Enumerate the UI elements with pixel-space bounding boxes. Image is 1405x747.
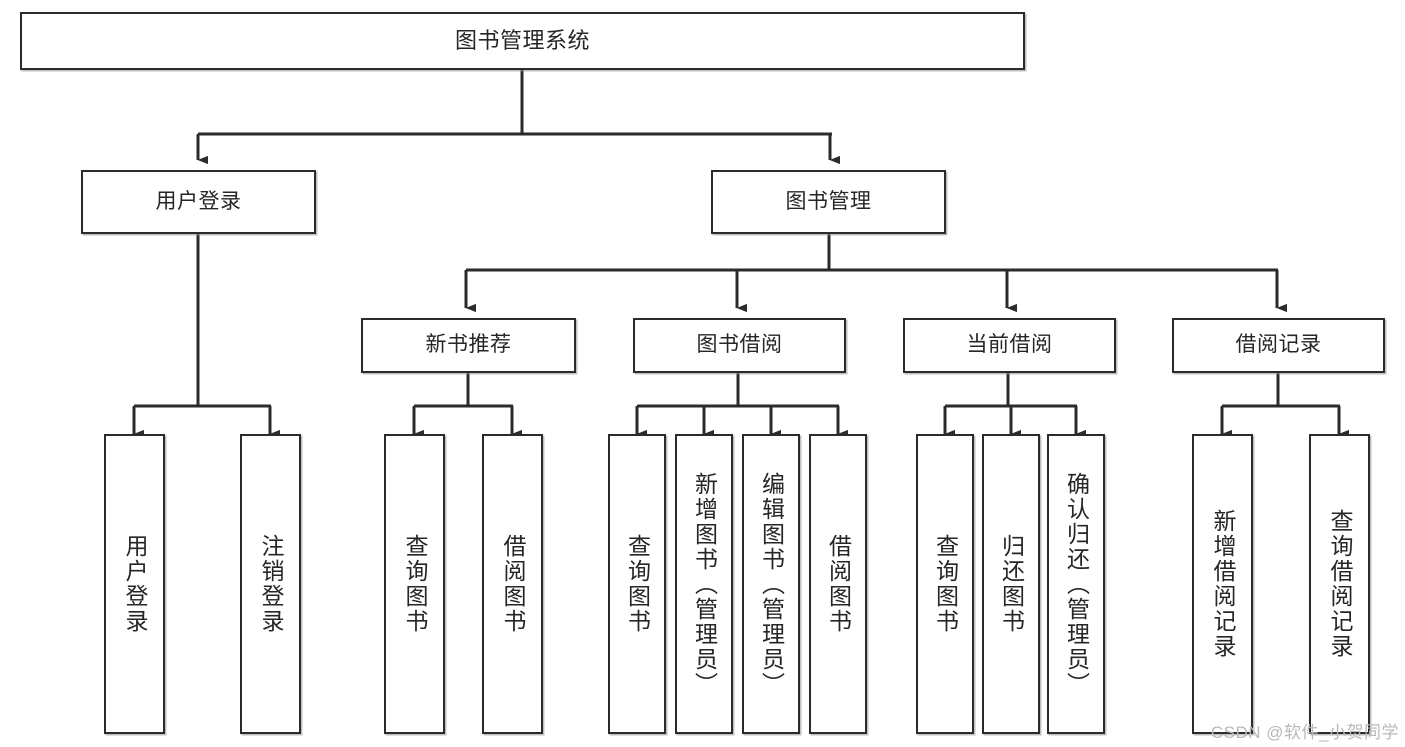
node-label: 查询图书: [624, 534, 651, 634]
node-current-borrow[interactable]: 当前借阅: [903, 318, 1116, 373]
node-label: 注销登录: [258, 534, 284, 634]
leaf-add-borrow-record[interactable]: 新增借阅记录: [1192, 434, 1253, 734]
node-label: 图书管理: [785, 189, 872, 213]
csdn-watermark: CSDN @软件_小贺同学: [1210, 723, 1399, 742]
node-label: 查询图书: [402, 534, 428, 634]
leaf-edit-book-admin[interactable]: 编辑图书（管理员）: [742, 434, 800, 734]
leaf-query-book-borrow[interactable]: 查询图书: [608, 434, 666, 734]
node-user-login[interactable]: 用户登录: [81, 170, 316, 234]
node-label: 借阅记录: [1235, 333, 1322, 357]
node-label: 图书管理系统: [454, 28, 590, 54]
node-new-book-recommendation[interactable]: 新书推荐: [361, 318, 576, 373]
leaf-confirm-return-admin[interactable]: 确认归还（管理员）: [1047, 434, 1105, 734]
node-book-borrow[interactable]: 图书借阅: [633, 318, 846, 373]
leaf-logout-login[interactable]: 注销登录: [240, 434, 301, 734]
leaf-query-book-new-rec[interactable]: 查询图书: [384, 434, 445, 734]
node-label: 新增图书（管理员）: [691, 471, 718, 697]
leaf-add-book-admin[interactable]: 新增图书（管理员）: [675, 434, 733, 734]
node-label: 用户登录: [122, 534, 148, 634]
leaf-return-book[interactable]: 归还图书: [982, 434, 1040, 734]
node-borrow-record[interactable]: 借阅记录: [1172, 318, 1385, 373]
node-label: 新增借阅记录: [1210, 509, 1236, 659]
leaf-query-borrow-record[interactable]: 查询借阅记录: [1309, 434, 1370, 734]
node-book-management[interactable]: 图书管理: [711, 170, 946, 234]
node-label: 确认归还（管理员）: [1063, 471, 1090, 697]
node-label: 查询图书: [932, 534, 959, 634]
leaf-query-book-current[interactable]: 查询图书: [916, 434, 974, 734]
node-label: 借阅图书: [825, 534, 852, 634]
node-label: 借阅图书: [500, 534, 526, 634]
node-label: 图书借阅: [696, 333, 783, 357]
leaf-borrow-book-borrow[interactable]: 借阅图书: [809, 434, 867, 734]
node-label: 新书推荐: [425, 333, 512, 357]
node-label: 当前借阅: [966, 333, 1053, 357]
node-label: 用户登录: [155, 189, 242, 213]
node-label: 编辑图书（管理员）: [758, 471, 785, 697]
leaf-borrow-book-new-rec[interactable]: 借阅图书: [482, 434, 543, 734]
node-label: 归还图书: [998, 534, 1025, 634]
node-root-book-management-system[interactable]: 图书管理系统: [20, 12, 1025, 70]
leaf-user-login[interactable]: 用户登录: [104, 434, 165, 734]
node-label: 查询借阅记录: [1327, 509, 1353, 659]
